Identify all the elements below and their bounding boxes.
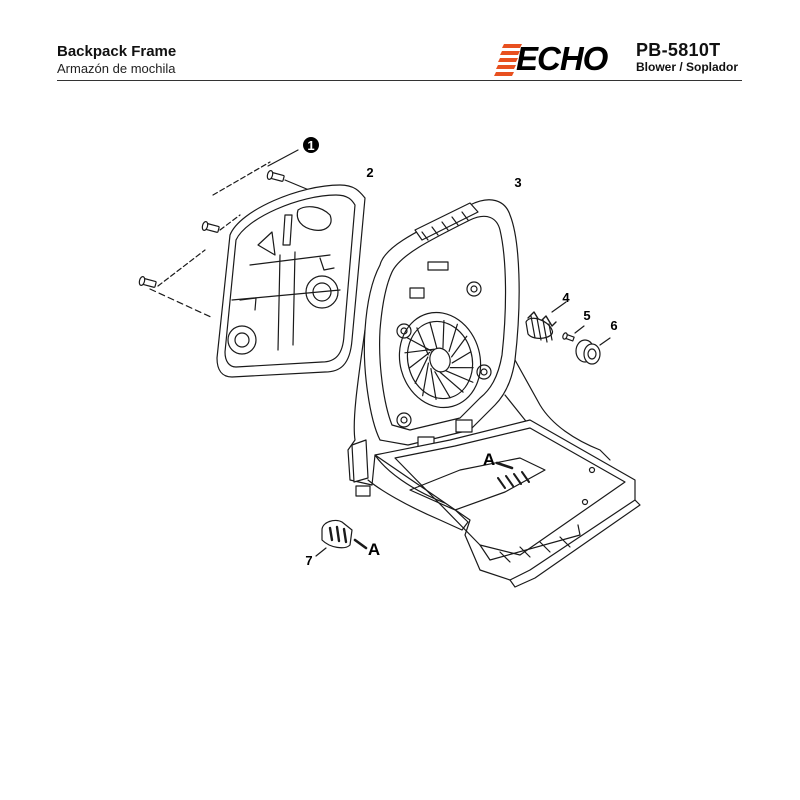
callout-2: 2 — [366, 165, 373, 180]
product-name: Blower / Soplador — [636, 60, 739, 74]
page-title: Backpack Frame — [57, 43, 177, 60]
knob-part-6 — [575, 337, 611, 365]
logo-stripes-icon — [494, 44, 522, 76]
callout-5: 5 — [583, 308, 590, 323]
logo-wordmark: ECHO — [516, 40, 608, 77]
callout-4: 4 — [562, 290, 570, 305]
page-subtitle: Armazón de mochila — [57, 61, 176, 76]
screw-part-5 — [562, 325, 585, 342]
backpack-frame-part-3 — [347, 199, 641, 588]
page-header: Backpack Frame Armazón de mochila — [57, 43, 176, 77]
model-number: PB-5810T — [636, 40, 721, 60]
ref-a-leader — [495, 461, 514, 470]
callout-1: 1 — [307, 138, 314, 153]
reference-a-frame: A — [483, 450, 495, 469]
screw-part-1 — [138, 170, 285, 288]
callout-3: 3 — [514, 175, 521, 190]
back-pad-part-2 — [216, 184, 366, 378]
callout-1-circle-icon — [303, 137, 319, 153]
callout-6: 6 — [610, 318, 617, 333]
spring-part-4 — [525, 301, 567, 343]
stopper-part-7 — [315, 519, 368, 557]
header-divider — [57, 80, 742, 81]
model-block: PB-5810T Blower / Soplador — [636, 40, 738, 75]
echo-logo: ECHO — [494, 40, 628, 77]
reference-a-part: A — [368, 540, 380, 559]
callout-7: 7 — [305, 553, 312, 568]
